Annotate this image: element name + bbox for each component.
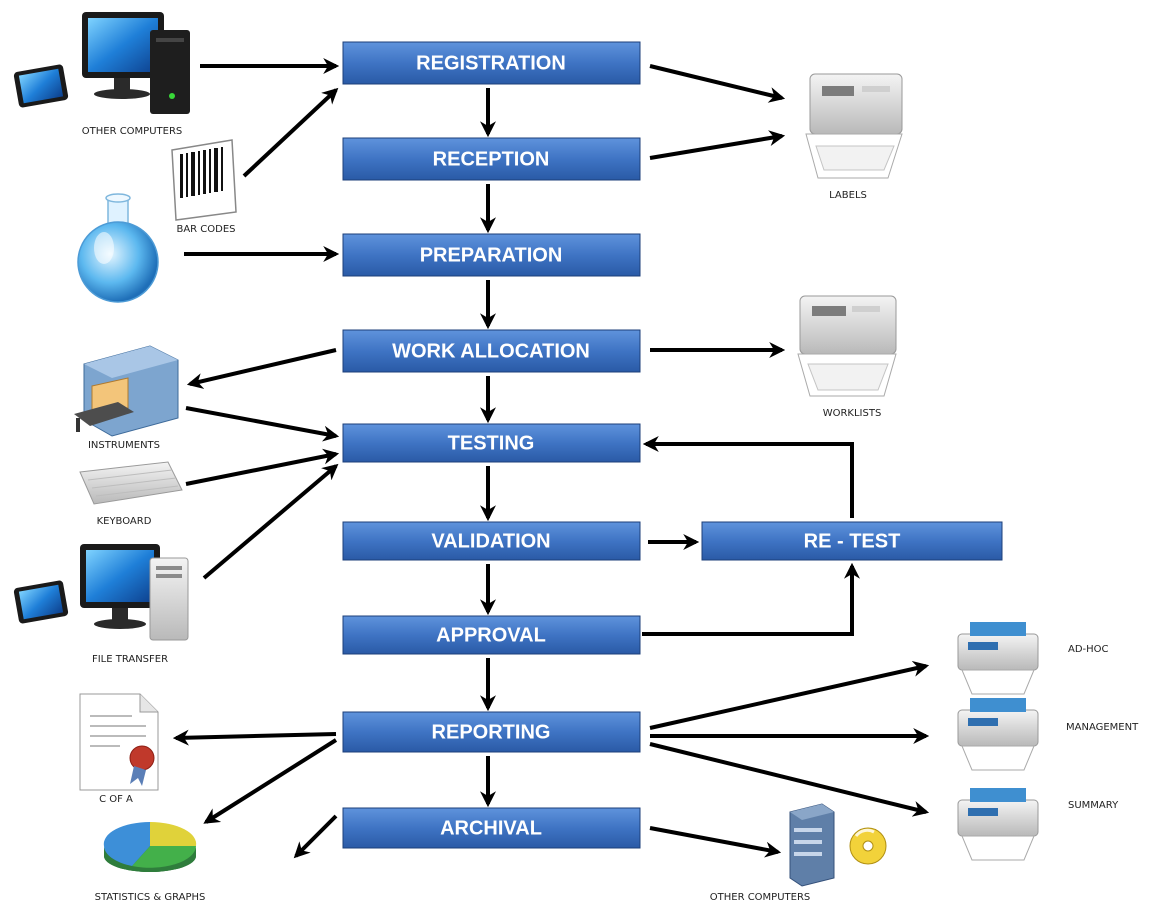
step-retest: RE - TEST xyxy=(701,521,1003,561)
step-registration-label: REGISTRATION xyxy=(416,52,566,74)
flask-icon xyxy=(77,193,159,303)
step-work-allocation: WORK ALLOCATION xyxy=(342,329,641,373)
pie-chart-icon xyxy=(103,821,197,872)
step-reporting: REPORTING xyxy=(342,711,641,753)
caption-c-of-a: C OF A xyxy=(99,794,133,805)
step-preparation-label: PREPARATION xyxy=(420,244,563,266)
caption-worklists: WORKLISTS xyxy=(823,408,882,419)
step-approval: APPROVAL xyxy=(342,615,641,655)
caption-other-computers-bottom: OTHER COMPUTERS xyxy=(710,892,811,903)
monitor-icon xyxy=(82,12,190,114)
arrow-approval-retest xyxy=(642,562,860,636)
arrow-reporting-coa xyxy=(172,729,337,746)
arrow-instruments-testing xyxy=(185,406,340,442)
caption-other-computers-top: OTHER COMPUTERS xyxy=(82,126,183,137)
printer-icon xyxy=(957,788,1039,861)
step-reporting-label: REPORTING xyxy=(432,721,551,743)
arrow-barcodes-registration xyxy=(242,87,339,178)
step-approval-label: APPROVAL xyxy=(436,624,546,646)
step-reception: RECEPTION xyxy=(342,137,641,181)
certificate-icon xyxy=(79,693,159,791)
arrow-archival-stats xyxy=(293,814,338,859)
caption-summary: SUMMARY xyxy=(1068,800,1119,811)
keyboard-icon xyxy=(79,461,183,505)
printer-icon xyxy=(957,698,1039,771)
tablet-icon xyxy=(13,64,69,108)
caption-labels: LABELS xyxy=(829,190,867,201)
step-archival-label: ARCHIVAL xyxy=(440,817,542,839)
caption-keyboard: KEYBOARD xyxy=(97,516,152,527)
arrow-reporting-adhoc xyxy=(649,660,930,730)
disc-icon xyxy=(849,827,887,865)
arrow-retest-testing xyxy=(642,436,854,518)
step-testing: TESTING xyxy=(342,423,641,463)
caption-bar-codes: BAR CODES xyxy=(176,224,235,235)
step-registration: REGISTRATION xyxy=(342,41,641,85)
step-reception-label: RECEPTION xyxy=(433,148,550,170)
step-work-allocation-label: WORK ALLOCATION xyxy=(392,340,590,362)
step-retest-label: RE - TEST xyxy=(804,530,901,552)
caption-management: MANAGEMENT xyxy=(1066,722,1139,733)
printer-icon xyxy=(957,622,1039,695)
caption-file-transfer: FILE TRANSFER xyxy=(92,654,168,665)
barcode-icon xyxy=(171,139,237,221)
step-preparation: PREPARATION xyxy=(342,233,641,277)
arrow-allocation-instruments xyxy=(186,348,337,389)
step-testing-label: TESTING xyxy=(448,432,535,454)
arrow-reception-labels xyxy=(649,130,786,160)
arrow-registration-labels xyxy=(649,64,786,103)
tablet-icon xyxy=(13,580,69,624)
flow-arrows xyxy=(172,58,930,859)
arrow-keyboard-testing xyxy=(185,448,340,486)
server-icon xyxy=(789,803,835,887)
step-archival: ARCHIVAL xyxy=(342,807,641,849)
instrument-icon xyxy=(74,345,179,437)
arrow-archival-computers xyxy=(649,826,782,858)
arrow-filetransfer-testing xyxy=(202,463,339,580)
step-validation: VALIDATION xyxy=(342,521,641,561)
caption-ad-hoc: AD-HOC xyxy=(1068,644,1109,655)
arrow-reporting-stats xyxy=(203,738,338,824)
printer-icon xyxy=(805,73,903,179)
step-validation-label: VALIDATION xyxy=(431,530,550,552)
caption-statistics-graphs: STATISTICS & GRAPHS xyxy=(95,892,206,903)
monitor-icon xyxy=(80,544,189,641)
printer-icon xyxy=(797,295,897,397)
caption-instruments: INSTRUMENTS xyxy=(88,440,160,451)
arrow-reporting-summary xyxy=(649,742,930,817)
